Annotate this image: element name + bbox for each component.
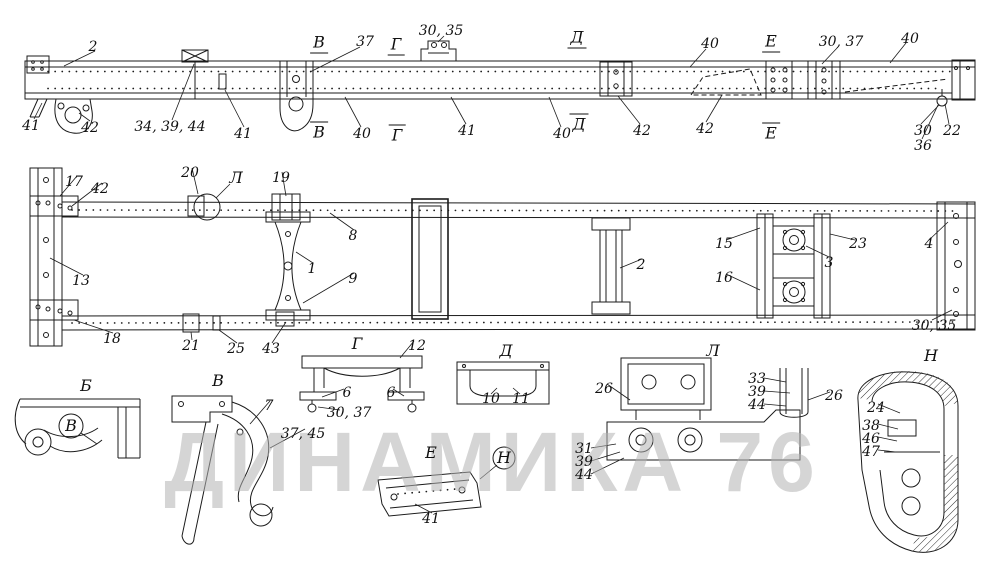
- callout-label: 34, 39, 44: [134, 119, 206, 135]
- callout-label: 37: [356, 34, 374, 50]
- callout-label: 40: [901, 31, 919, 47]
- callout-label: 26: [595, 381, 613, 397]
- callout-label: 3: [824, 255, 834, 271]
- callout-label: 7: [264, 398, 274, 414]
- callout-label: В: [310, 34, 328, 54]
- callout-label: 40: [553, 126, 571, 142]
- callout-label: 30, 35: [911, 318, 957, 334]
- callout-label: 26: [825, 388, 843, 404]
- callout-label: 2: [88, 39, 98, 55]
- detail-view-g: [299, 355, 425, 413]
- callout-label: 44: [575, 467, 593, 483]
- callout-label: Е: [762, 122, 780, 142]
- callout-label: 24: [867, 400, 885, 416]
- callout-label: Б: [80, 376, 92, 395]
- callout-label: 4: [924, 236, 934, 252]
- side-view-frame-rail: [24, 40, 976, 134]
- leader-lines: [33, 35, 953, 514]
- callout-label: 10: [482, 391, 500, 407]
- callout-label: 20: [181, 165, 199, 181]
- detail-view-v: [171, 395, 274, 545]
- callout-label: В: [212, 371, 224, 390]
- detail-view-b: [14, 398, 141, 459]
- callout-label: 6: [386, 385, 396, 401]
- callout-label: 15: [715, 236, 733, 252]
- callout-label: В: [310, 121, 328, 141]
- detail-view-e: [377, 471, 482, 517]
- callout-label: Е: [425, 443, 437, 462]
- callout-label: 16: [715, 270, 733, 286]
- callout-label: 17: [65, 174, 83, 190]
- callout-label: 42: [696, 121, 714, 137]
- callout-label: 23: [849, 236, 867, 252]
- callout-label: 39: [748, 384, 766, 400]
- callout-label: 30: [914, 123, 932, 139]
- callout-label: 33: [748, 371, 766, 387]
- callout-label: 36: [914, 138, 932, 154]
- top-view-frame: [29, 167, 976, 347]
- detail-view-l: [606, 357, 809, 461]
- callout-label: В: [65, 416, 77, 435]
- callout-label: 2: [636, 257, 646, 273]
- detail-view-d: [456, 361, 550, 405]
- detail-view-n: [857, 370, 959, 553]
- callout-label: Г: [387, 36, 405, 56]
- callout-label: 42: [91, 181, 109, 197]
- callout-label: 1: [307, 261, 317, 277]
- callout-label: 42: [81, 120, 99, 136]
- callout-label: 30, 35: [418, 23, 464, 39]
- callout-label: 25: [227, 341, 245, 357]
- callout-label: Н: [497, 448, 511, 467]
- callout-label: 40: [353, 126, 371, 142]
- callout-label: 37, 45: [280, 426, 326, 442]
- callout-label: 19: [272, 170, 290, 186]
- callout-label: 21: [182, 338, 200, 354]
- callout-label: 42: [633, 123, 651, 139]
- callout-label: 22: [943, 123, 961, 139]
- callout-label: 38: [862, 418, 880, 434]
- callout-label: 30, 37: [818, 34, 864, 50]
- callout-label: 6: [342, 385, 352, 401]
- callout-label: 43: [262, 341, 280, 357]
- callout-label: 41: [22, 118, 40, 134]
- callout-label: 30, 37: [326, 405, 372, 421]
- callout-label: 9: [348, 271, 358, 287]
- callout-label: 46: [862, 431, 880, 447]
- callout-label: 8: [348, 228, 358, 244]
- callout-label: 11: [512, 391, 530, 407]
- callout-label: 13: [72, 273, 90, 289]
- callout-label: Д: [567, 29, 587, 49]
- callout-label: 41: [458, 123, 476, 139]
- callout-label: 40: [701, 36, 719, 52]
- callout-label: Д: [499, 341, 513, 360]
- callout-label: Г: [351, 334, 363, 353]
- callout-label: Г: [388, 124, 406, 144]
- callout-label: 12: [408, 338, 426, 354]
- callout-circles: [58, 193, 516, 470]
- callout-label: 18: [103, 331, 121, 347]
- callout-label: 31: [575, 441, 593, 457]
- callout-label: 39: [575, 454, 593, 470]
- callout-label: 41: [234, 126, 252, 142]
- callout-label: 47: [862, 444, 880, 460]
- callout-label: Д: [569, 113, 589, 133]
- callout-label: 44: [748, 397, 766, 413]
- callout-label: 41: [422, 511, 440, 527]
- callout-label: Н: [924, 346, 938, 365]
- callout-label: Е: [762, 33, 780, 53]
- watermark: ДИНАМИКА 76: [164, 415, 820, 509]
- callout-label: Л: [706, 341, 720, 360]
- callout-label: Л: [229, 168, 243, 187]
